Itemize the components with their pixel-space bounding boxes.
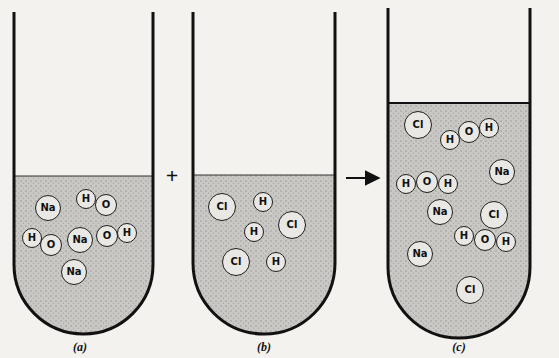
element-symbol: O <box>102 200 111 210</box>
test-tube <box>193 12 335 334</box>
atom-circle: Cl <box>480 201 508 229</box>
element-symbol: H <box>250 227 258 237</box>
element-symbol: Cl <box>465 285 476 295</box>
atom-circle: Cl <box>456 276 484 304</box>
test-tube <box>388 8 530 338</box>
atom-circle: Na <box>427 199 453 225</box>
element-symbol: H <box>460 231 468 241</box>
atom-circle: Na <box>407 241 433 267</box>
element-symbol: Na <box>72 235 87 245</box>
atom-circle: H <box>76 189 96 209</box>
atom-circle: Cl <box>222 248 250 276</box>
element-symbol: H <box>402 179 410 189</box>
atom-circle: Na <box>489 159 515 185</box>
atom-circle: Cl <box>278 211 306 239</box>
atom-circle: Cl <box>208 193 236 221</box>
panel-label: (b) <box>257 341 271 353</box>
atom-circle: H <box>440 130 460 150</box>
element-symbol: H <box>446 135 454 145</box>
element-symbol: Na <box>494 167 509 177</box>
element-symbol: O <box>481 235 490 245</box>
atom-circle: O <box>40 234 62 256</box>
atom-circle: H <box>22 228 42 248</box>
atom-circle: H <box>244 222 264 242</box>
liquid-surface <box>388 102 530 104</box>
atom-circle: Cl <box>404 111 432 139</box>
element-symbol: O <box>103 231 112 241</box>
atom-circle: H <box>496 232 516 252</box>
atom-circle: O <box>458 121 480 143</box>
element-symbol: H <box>123 228 131 238</box>
element-symbol: O <box>423 177 432 187</box>
atom-circle: O <box>95 194 117 216</box>
reaction-arrow <box>346 177 379 179</box>
atom-circle: O <box>96 225 118 247</box>
element-symbol: O <box>465 127 474 137</box>
atom-circle: O <box>474 229 496 251</box>
atom-circle: H <box>454 226 474 246</box>
plus-sign: + <box>166 165 179 187</box>
element-symbol: Cl <box>489 210 500 220</box>
element-symbol: Na <box>66 267 81 277</box>
atom-circle: Na <box>67 227 93 253</box>
solution <box>193 175 335 334</box>
element-symbol: H <box>502 237 510 247</box>
element-symbol: H <box>259 197 267 207</box>
atom-circle: H <box>266 252 286 272</box>
atom-circle: H <box>117 223 137 243</box>
element-symbol: Cl <box>413 120 424 130</box>
atom-circle: H <box>479 118 499 138</box>
solution <box>14 176 153 334</box>
atom-circle: H <box>253 192 273 212</box>
element-symbol: Na <box>432 207 447 217</box>
liquid-surface <box>193 174 335 175</box>
liquid-surface <box>14 175 153 176</box>
element-symbol: H <box>28 233 36 243</box>
atom-circle: H <box>438 174 458 194</box>
test-tube <box>14 12 153 334</box>
element-symbol: Cl <box>217 202 228 212</box>
atom-circle: O <box>416 171 438 193</box>
solution <box>388 103 530 338</box>
panel-label: (c) <box>452 341 465 353</box>
element-symbol: Cl <box>231 257 242 267</box>
atom-circle: Na <box>61 259 87 285</box>
element-symbol: H <box>485 123 493 133</box>
element-symbol: Na <box>40 203 55 213</box>
element-symbol: H <box>444 179 452 189</box>
atom-circle: Na <box>35 195 61 221</box>
element-symbol: Na <box>412 249 427 259</box>
atom-circle: H <box>396 174 416 194</box>
panel-label: (a) <box>73 341 87 353</box>
element-symbol: Cl <box>287 220 298 230</box>
element-symbol: H <box>272 257 280 267</box>
element-symbol: H <box>82 194 90 204</box>
element-symbol: O <box>47 240 56 250</box>
